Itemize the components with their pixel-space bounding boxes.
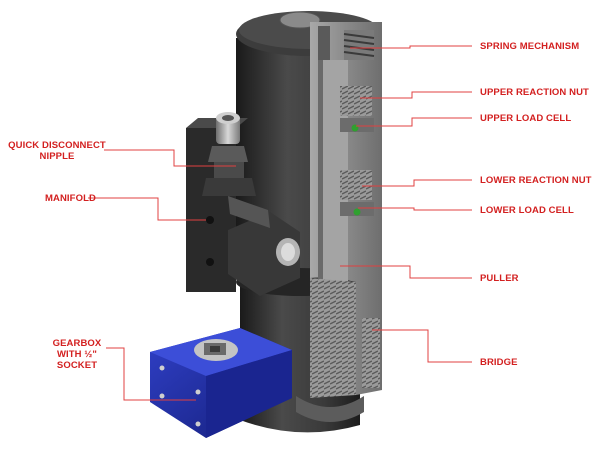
label-gearbox-line-3: SOCKET bbox=[56, 360, 98, 371]
lower-load-cell-indicator bbox=[353, 208, 361, 216]
leader-lines bbox=[88, 45, 472, 401]
label-quick-disconnect-line-2: NIPPLE bbox=[39, 151, 75, 162]
label-lower-reaction-nut: LOWER REACTION NUT bbox=[480, 175, 592, 186]
leader-lower-load-cell bbox=[358, 207, 472, 211]
bridge-threads bbox=[362, 318, 380, 388]
label-bridge: BRIDGE bbox=[480, 357, 518, 368]
label-quick-disconnect-nipple: QUICK DISCONNECT NIPPLE bbox=[8, 140, 106, 162]
side-port-block bbox=[228, 212, 300, 296]
spring-coils bbox=[318, 26, 375, 60]
lower-reaction-nut-threads bbox=[340, 170, 372, 200]
label-quick-disconnect-line-1: QUICK DISCONNECT bbox=[8, 140, 106, 151]
label-upper-reaction-nut: UPPER REACTION NUT bbox=[480, 87, 589, 98]
label-lower-load-cell: LOWER LOAD CELL bbox=[480, 205, 574, 216]
label-gearbox: GEARBOX WITH ½" SOCKET bbox=[48, 338, 106, 371]
upper-reaction-nut-threads bbox=[340, 86, 372, 116]
label-manifold: MANIFOLD bbox=[45, 193, 96, 204]
label-gearbox-line-2: WITH ½" bbox=[56, 349, 98, 360]
leader-upper-reaction-nut bbox=[360, 91, 472, 99]
leader-quick-disconnect-nipple bbox=[104, 149, 236, 167]
leader-puller bbox=[340, 265, 472, 279]
cutaway-section bbox=[296, 22, 382, 422]
leader-bridge bbox=[372, 329, 472, 363]
gearbox bbox=[150, 328, 292, 438]
leader-lower-reaction-nut bbox=[362, 179, 472, 187]
leader-upper-load-cell bbox=[356, 117, 472, 127]
leader-gearbox bbox=[106, 347, 196, 401]
leader-spring-mechanism bbox=[350, 45, 472, 49]
label-puller: PULLER bbox=[480, 273, 519, 284]
label-upper-load-cell: UPPER LOAD CELL bbox=[480, 113, 572, 124]
label-gearbox-line-1: GEARBOX bbox=[52, 338, 102, 349]
label-spring-mechanism: SPRING MECHANISM bbox=[480, 41, 580, 52]
leader-manifold bbox=[88, 197, 206, 221]
puller-thread-section bbox=[310, 278, 356, 398]
